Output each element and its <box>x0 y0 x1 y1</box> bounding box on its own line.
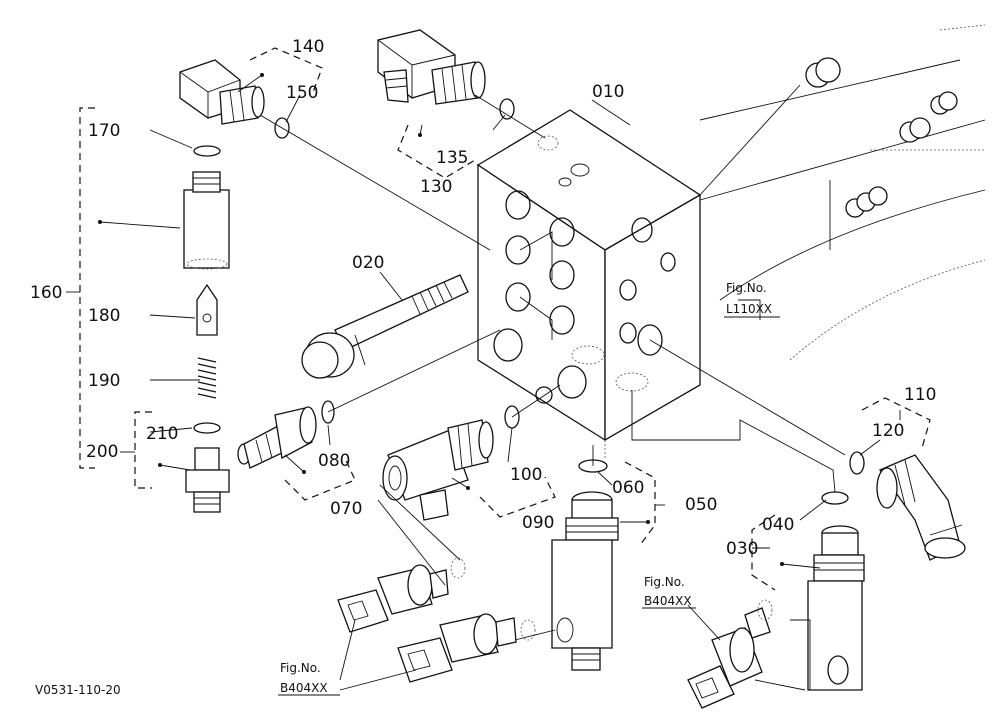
label-100: 100 <box>510 465 542 485</box>
adapter-050 <box>551 459 619 671</box>
label-190: 190 <box>88 371 120 391</box>
valve-block-010 <box>476 109 702 460</box>
label-030: 030 <box>726 539 758 559</box>
pressure-sensor-b <box>397 613 536 683</box>
label-160: 160 <box>30 283 62 303</box>
label-070: 070 <box>330 499 362 519</box>
label-180: 180 <box>88 306 120 326</box>
label-200: 200 <box>86 442 118 462</box>
label-060: 060 <box>612 478 644 498</box>
fitting-090 <box>382 405 520 521</box>
ref-b404-left-code: B404XX <box>280 681 328 695</box>
label-140: 140 <box>292 37 324 57</box>
adapter-030 <box>807 491 865 691</box>
label-010: 010 <box>592 82 624 102</box>
fitting-130 <box>377 29 515 120</box>
fitting-140 <box>179 59 290 139</box>
ref-b404-left-fig-label: Fig.No. <box>280 661 321 675</box>
label-120: 120 <box>872 421 904 441</box>
label-050: 050 <box>685 495 717 515</box>
assembly-lines <box>259 84 846 691</box>
pressure-sensor-a <box>337 557 466 633</box>
ref-b404-right-fig-label: Fig.No. <box>644 575 685 589</box>
label-020: 020 <box>352 253 384 273</box>
ref-b404-right-code: B404XX <box>644 594 692 608</box>
label-090: 090 <box>522 513 554 533</box>
part-labels: 010 020 030 040 050 060 070 080 090 100 … <box>30 37 936 559</box>
group-brackets <box>79 47 931 591</box>
label-170: 170 <box>88 121 120 141</box>
fitting-070 <box>237 400 335 469</box>
background-housing <box>699 24 986 361</box>
label-210: 210 <box>146 424 178 444</box>
drawing-code: V0531-110-20 <box>35 683 121 697</box>
pressure-sensor-c <box>687 599 773 709</box>
figure-references: Fig.No. L110XX Fig.No. B404XX Fig.No. B4… <box>278 281 780 696</box>
fitting-110 <box>849 451 966 561</box>
label-135: 135 <box>436 148 468 168</box>
relief-assembly-160 <box>183 145 230 513</box>
label-110: 110 <box>904 385 936 405</box>
leader-lines <box>98 73 901 691</box>
ref-l110-fig-label: Fig.No. <box>726 281 767 295</box>
ref-l110-code: L110XX <box>726 302 772 316</box>
label-040: 040 <box>762 515 794 535</box>
label-150: 150 <box>286 83 318 103</box>
bolt-020 <box>301 274 469 379</box>
label-080: 080 <box>318 451 350 471</box>
label-130: 130 <box>420 177 452 197</box>
